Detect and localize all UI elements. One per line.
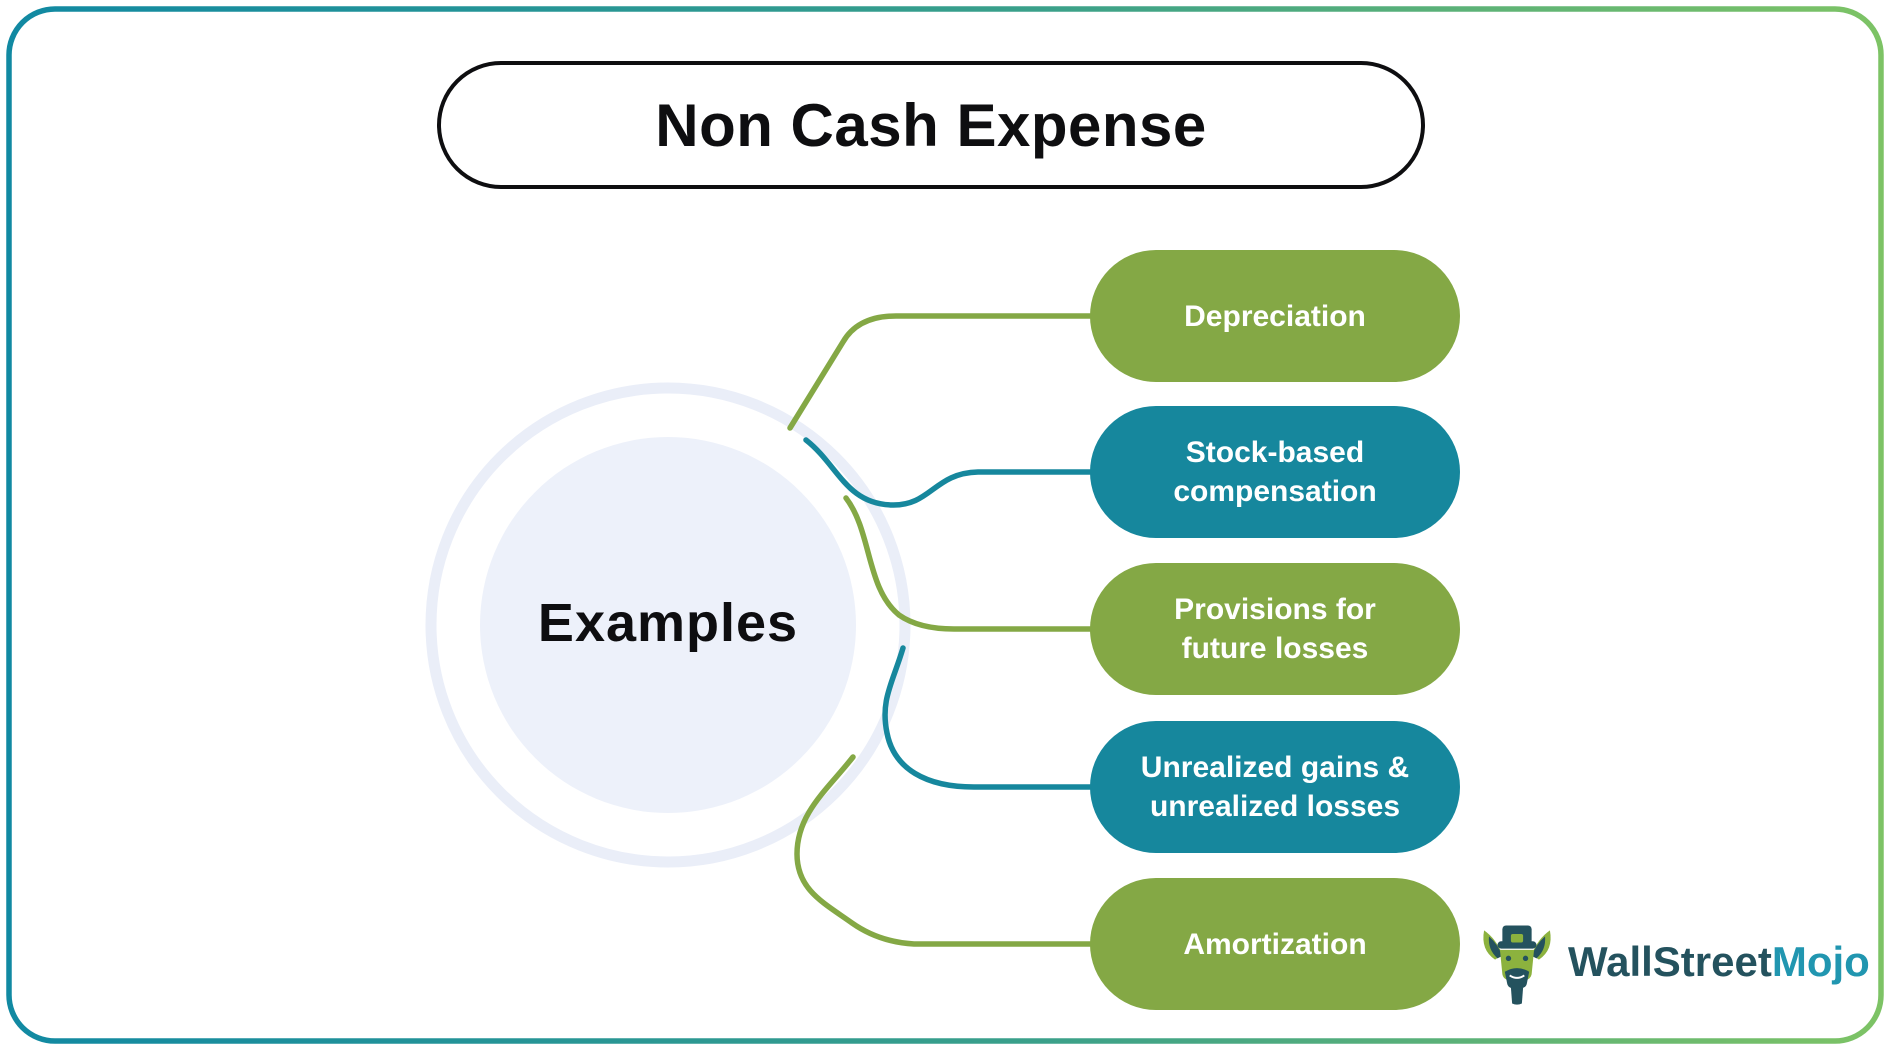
- connector-stock-based-compensation: [803, 437, 1097, 508]
- node-pill-unrealized-gains-losses: Unrealized gains & unrealized losses: [1090, 721, 1460, 853]
- examples-label: Examples: [537, 593, 799, 653]
- examples-circle: [480, 437, 856, 813]
- connector-amortization: [794, 754, 1097, 947]
- examples-outer-ring: [425, 382, 911, 868]
- page-title: Non Cash Expense: [655, 91, 1207, 159]
- title-pill: Non Cash Expense: [437, 61, 1425, 189]
- bull-mascot-icon: [1483, 925, 1551, 1005]
- node-label: Amortization: [1183, 927, 1367, 961]
- connector-unrealized: [882, 645, 1097, 790]
- node-pill-stock-based-compensation: Stock-based compensation: [1090, 406, 1460, 538]
- node-pill-depreciation: Depreciation: [1090, 250, 1460, 382]
- node-pill-amortization: Amortization: [1090, 878, 1460, 1010]
- wallstreetmojo-logo: WallStreetMojo: [1478, 918, 1870, 1006]
- node-pill-provisions-for-future-losses: Provisions for future losses: [1090, 563, 1460, 695]
- node-label: Depreciation: [1184, 299, 1366, 333]
- logo-text-mojo: Mojo: [1771, 938, 1870, 985]
- connector-depreciation: [787, 313, 1097, 431]
- logo-text-wallstreet: WallStreet: [1568, 938, 1772, 985]
- node-label: Unrealized gains & unrealized losses: [1140, 751, 1410, 823]
- node-label: Stock-based compensation: [1173, 436, 1377, 508]
- connector-provisions: [843, 495, 1097, 632]
- node-label: Provisions for future losses: [1174, 593, 1376, 665]
- logo-wordmark: WallStreetMojo: [1568, 938, 1870, 986]
